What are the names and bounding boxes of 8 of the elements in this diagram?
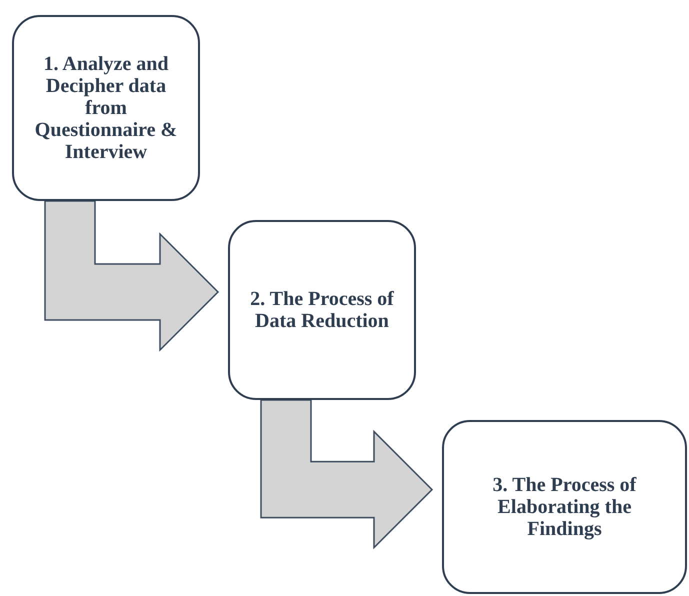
process-box xyxy=(228,220,416,400)
step-text: 3. The Process of Elaborating the Findings xyxy=(492,474,638,540)
process-box xyxy=(442,420,687,594)
step-text: 2. The Process of Data Reduction xyxy=(249,288,395,332)
process-box xyxy=(12,15,200,201)
step-text: 1. Analyze and Decipher data from Questionnaire & Interview xyxy=(34,53,178,163)
block-arrow xyxy=(44,200,220,352)
block-arrow xyxy=(260,399,434,550)
